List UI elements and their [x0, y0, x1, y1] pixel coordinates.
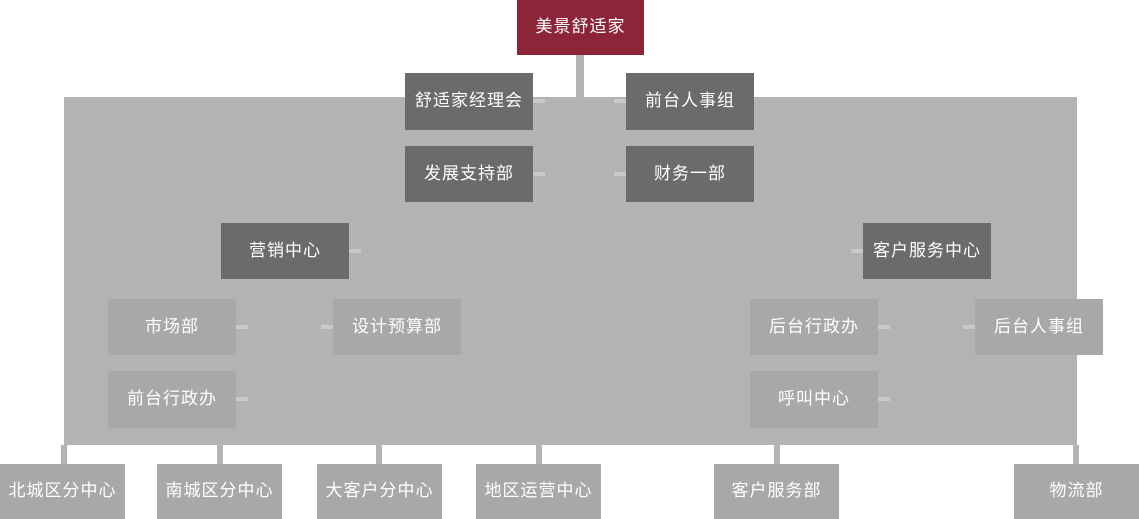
org-node-tier4-1[interactable]: 客户服务中心	[863, 223, 991, 279]
org-node-label: 市场部	[145, 316, 199, 337]
connector-root-to-panel	[576, 55, 584, 97]
org-node-label: 后台行政办	[769, 316, 859, 337]
connector-stub-tier5-3	[963, 325, 975, 329]
connector-drop-5	[1073, 445, 1079, 467]
connector-stub-tier5-0	[236, 325, 248, 329]
org-node-label: 前台人事组	[645, 91, 735, 112]
org-node-root[interactable]: 美景舒适家	[517, 0, 644, 55]
org-node-label: 呼叫中心	[778, 389, 850, 410]
org-node-tier4-0[interactable]: 营销中心	[221, 223, 349, 279]
org-node-label: 客户服务中心	[873, 240, 981, 261]
org-node-tier6-0[interactable]: 前台行政办	[108, 371, 236, 428]
org-node-label: 营销中心	[249, 240, 321, 261]
org-node-tier7-0[interactable]: 北城区分中心	[0, 464, 125, 519]
org-node-tier6-1[interactable]: 呼叫中心	[750, 371, 878, 428]
org-node-tier5-2[interactable]: 后台行政办	[750, 299, 878, 355]
connector-stub-tier3-1	[614, 172, 626, 176]
connector-stub-tier2-1	[614, 99, 626, 103]
org-node-tier5-0[interactable]: 市场部	[108, 299, 236, 355]
org-node-tier7-3[interactable]: 地区运营中心	[476, 464, 601, 519]
org-node-label: 北城区分中心	[8, 481, 117, 502]
org-node-tier5-1[interactable]: 设计预算部	[333, 299, 461, 355]
connector-drop-3	[536, 445, 542, 467]
org-node-label: 大客户分中心	[325, 481, 434, 502]
org-node-label: 地区运营中心	[484, 481, 593, 502]
connector-stub-tier4-0	[349, 249, 361, 253]
org-node-label: 发展支持部	[424, 163, 514, 184]
connector-drop-4	[774, 445, 780, 467]
connector-stub-tier6-0	[236, 397, 248, 401]
org-node-tier7-5[interactable]: 物流部	[1014, 464, 1139, 519]
org-node-label: 客户服务部	[731, 481, 822, 502]
org-node-label: 后台人事组	[994, 316, 1084, 337]
org-node-label: 财务一部	[654, 163, 726, 184]
org-node-tier3-0[interactable]: 发展支持部	[405, 146, 533, 202]
connector-stub-tier5-1	[321, 325, 333, 329]
org-node-label: 舒适家经理会	[415, 91, 523, 112]
org-node-tier2-1[interactable]: 前台人事组	[626, 73, 754, 130]
org-node-tier5-3[interactable]: 后台人事组	[975, 299, 1103, 355]
org-node-tier7-1[interactable]: 南城区分中心	[157, 464, 282, 519]
org-node-label: 南城区分中心	[165, 481, 274, 502]
org-node-tier2-0[interactable]: 舒适家经理会	[405, 73, 533, 130]
org-node-tier3-1[interactable]: 财务一部	[626, 146, 754, 202]
connector-stub-tier3-0	[533, 172, 545, 176]
connector-stub-tier2-0	[533, 99, 545, 103]
connector-drop-0	[61, 445, 67, 467]
org-node-label: 设计预算部	[352, 316, 442, 337]
connector-stub-tier6-1	[878, 397, 890, 401]
connector-stub-tier4-1	[851, 249, 863, 253]
org-node-label: 前台行政办	[127, 389, 217, 410]
org-node-tier7-2[interactable]: 大客户分中心	[317, 464, 442, 519]
org-node-label: 物流部	[1049, 481, 1104, 502]
connector-stub-tier5-2	[878, 325, 890, 329]
connector-drop-2	[376, 445, 382, 467]
org-node-label: 美景舒适家	[535, 17, 626, 38]
connector-drop-1	[217, 445, 223, 467]
org-node-tier7-4[interactable]: 客户服务部	[714, 464, 839, 519]
